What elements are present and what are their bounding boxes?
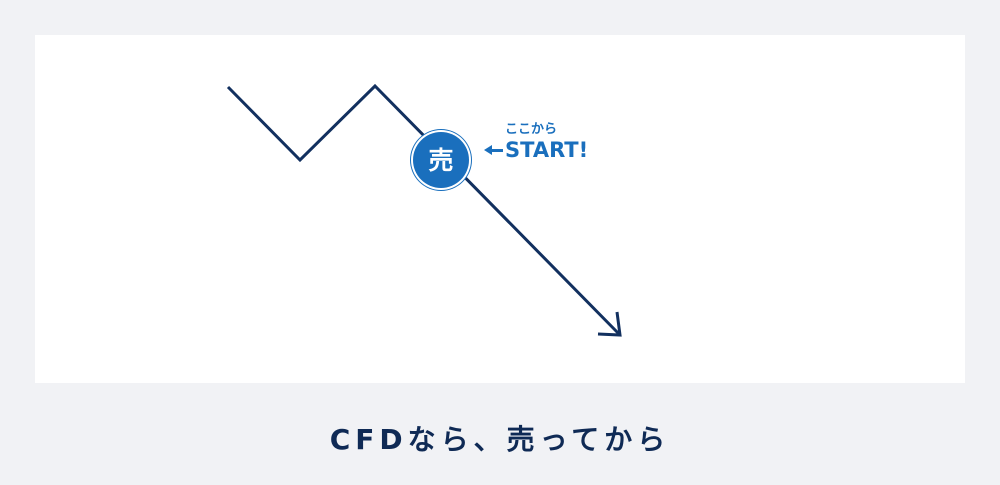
arrow-left-icon xyxy=(484,145,492,155)
caption: CFDなら、売ってから xyxy=(329,423,671,456)
start-callout-main: START! xyxy=(505,138,589,162)
sell-badge-label: 売 xyxy=(428,145,454,175)
start-callout: ここから START! xyxy=(484,122,588,162)
price-line xyxy=(226,83,622,337)
start-callout-sub: ここから xyxy=(505,122,558,137)
arrow-down-right-icon xyxy=(597,311,622,337)
start-callout-main-row: START! xyxy=(484,138,588,162)
arrow-left-shaft xyxy=(492,148,503,152)
sell-circle-icon: 売 xyxy=(413,132,469,188)
diagram-card xyxy=(35,35,965,383)
